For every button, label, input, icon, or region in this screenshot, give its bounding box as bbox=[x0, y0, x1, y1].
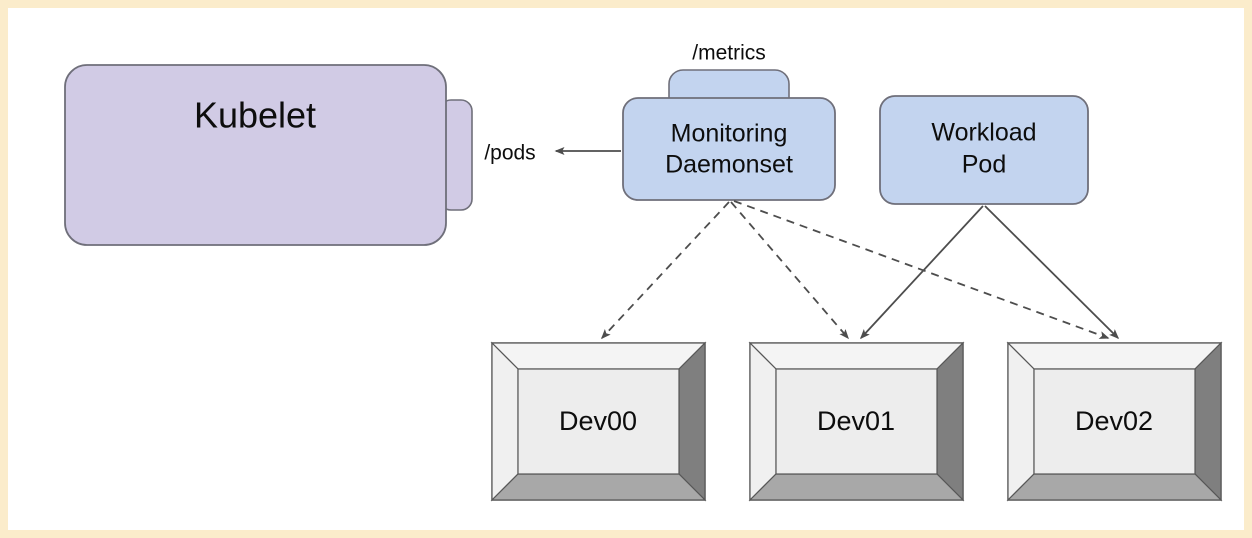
node-dev00[interactable]: Dev00 bbox=[490, 341, 707, 502]
label-metrics: /metrics bbox=[692, 42, 766, 65]
dev00-bevel-left bbox=[491, 341, 519, 502]
edge-monitoring-to-dev02 bbox=[733, 200, 1110, 339]
node-workload-pod[interactable]: Workload Pod bbox=[879, 95, 1089, 205]
diagram-svg: Kubelet /pods Monitoring Daemonset /metr… bbox=[64, 42, 1223, 502]
kubelet-body bbox=[64, 64, 447, 246]
dev02-bevel-right bbox=[1194, 341, 1222, 502]
dev00-bevel-right bbox=[678, 341, 706, 502]
dev01-bevel-top bbox=[748, 342, 965, 370]
edge-workload-to-dev02 bbox=[984, 205, 1120, 340]
dev01-bevel-left bbox=[749, 341, 777, 502]
node-dev02[interactable]: Dev02 bbox=[1006, 341, 1223, 502]
edge-workload-to-dev01 bbox=[859, 205, 984, 340]
workload-pod-body bbox=[879, 95, 1089, 205]
workload-pod-label-line1: Workload bbox=[931, 119, 1036, 147]
dev01-label: Dev01 bbox=[817, 406, 895, 436]
dev02-bevel-left bbox=[1007, 341, 1035, 502]
dev02-label: Dev02 bbox=[1075, 406, 1153, 436]
dev00-bevel-top bbox=[490, 342, 707, 370]
dev00-bevel-bottom bbox=[490, 473, 707, 501]
dev02-face bbox=[1033, 368, 1196, 475]
monitoring-label-line2: Daemonset bbox=[665, 151, 793, 179]
node-dev01[interactable]: Dev01 bbox=[748, 341, 965, 502]
monitoring-label-line1: Monitoring bbox=[671, 120, 788, 148]
dev01-bevel-bottom bbox=[748, 473, 965, 501]
dev01-face bbox=[775, 368, 938, 475]
node-kubelet[interactable]: Kubelet bbox=[64, 64, 473, 246]
monitoring-body bbox=[622, 97, 836, 201]
edge-label-pods: /pods bbox=[484, 142, 535, 165]
edge-monitoring-to-dev00 bbox=[600, 201, 730, 340]
dev00-face bbox=[517, 368, 680, 475]
monitoring-metrics-tab-shape bbox=[668, 69, 790, 107]
dev02-bevel-bottom bbox=[1006, 473, 1223, 501]
dev01-bevel-right bbox=[936, 341, 964, 502]
dev02-bevel-top bbox=[1006, 342, 1223, 370]
dev00-label: Dev00 bbox=[559, 406, 637, 436]
node-monitoring-daemonset[interactable]: Monitoring Daemonset bbox=[622, 69, 836, 201]
kubelet-label: Kubelet bbox=[194, 95, 316, 136]
edge-monitoring-to-dev01 bbox=[730, 201, 849, 340]
workload-pod-label-line2: Pod bbox=[962, 151, 1006, 179]
